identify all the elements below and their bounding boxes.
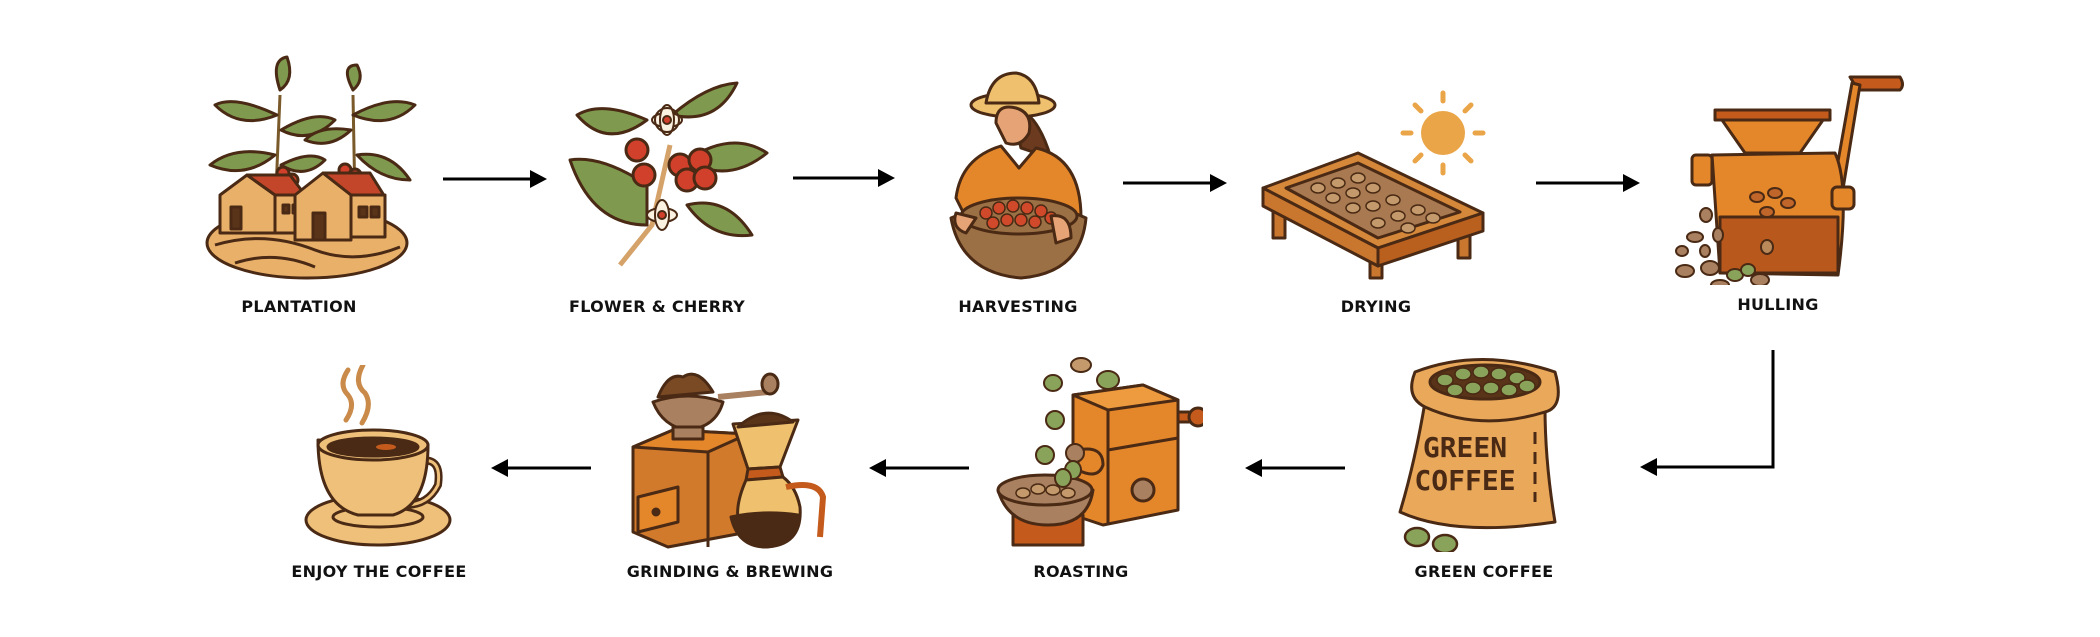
step-label: HARVESTING [958,297,1078,316]
grinder-brewer-icon [631,372,826,549]
arrow-grinding-to-enjoy [491,459,591,477]
step-label: HULLING [1737,295,1819,314]
step-label: DRYING [1340,297,1412,316]
sack-text-line1: GREEN [1423,431,1507,464]
arrow-roasting-to-grinding [869,459,969,477]
arrow-harvesting-to-drying [1123,174,1227,192]
step-label: ROASTING [1033,562,1129,581]
drying-bed-sun-icon [1261,90,1486,280]
green-coffee-sack-icon: GREEN COFFEE [1398,358,1560,552]
sun-icon [1400,90,1486,176]
step-label: GRINDING & BREWING [626,562,834,581]
coffee-branch-icon [568,81,769,267]
steam-icon [340,365,371,426]
hulling-machine-icon [1675,75,1904,285]
coffee-cup-icon [304,365,452,547]
arrow-hulling-to-green-coffee [1640,350,1775,476]
farmer-basket-icon [949,71,1088,280]
step-label: PLANTATION [241,297,357,316]
arrow-drying-to-hulling [1536,174,1640,192]
falling-beans-icon [1035,357,1120,488]
step-label: ENJOY THE COFFEE [291,562,467,581]
roaster-icon [996,357,1203,547]
arrow-flower-to-harvesting [793,169,895,187]
coffee-beans-icon [1675,207,1770,285]
step-label: FLOWER & CHERRY [568,297,746,316]
sack-text-line2: COFFEE [1414,464,1515,497]
plantation-icon [205,55,417,280]
step-label: GREEN COFFEE [1414,562,1554,581]
arrow-plantation-to-flower [443,170,547,188]
flower-icon [646,104,683,231]
arrow-green-coffee-to-roasting [1245,459,1345,477]
